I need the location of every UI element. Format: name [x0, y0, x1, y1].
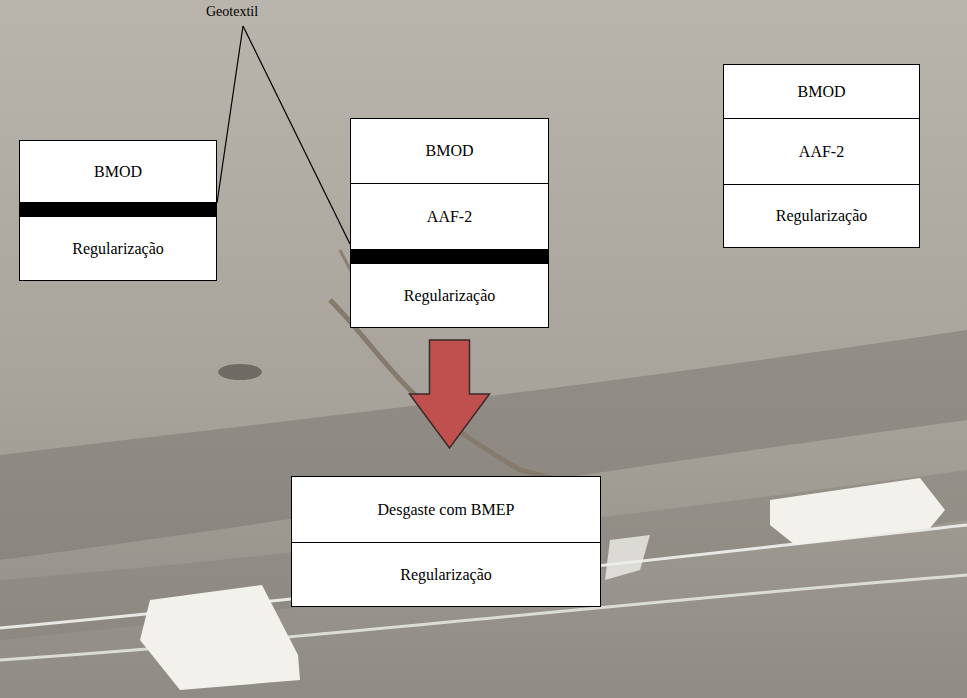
layer-box: Regularização	[723, 184, 920, 248]
layer-box: Desgaste com BMEP	[291, 476, 601, 543]
layer-box: Regularização	[19, 216, 217, 281]
layer-name: Desgaste com BMEP	[372, 501, 521, 519]
layer-box: BMOD	[350, 118, 549, 184]
layer-box: BMOD	[723, 64, 920, 119]
layer-box: AAF-2	[723, 118, 920, 185]
layer-name: AAF-2	[421, 208, 478, 226]
block-arrow	[410, 340, 490, 448]
layer-name: Regularização	[66, 240, 170, 258]
layer-box: Regularização	[350, 263, 549, 328]
layer-name: BMOD	[791, 83, 851, 101]
layer-box: BMOD	[19, 140, 217, 203]
layer-name: Regularização	[770, 207, 874, 225]
layer-name: Regularização	[394, 566, 498, 584]
layer-name: BMOD	[419, 142, 479, 160]
callout-label: Geotextil	[206, 4, 258, 20]
layer-name: AAF-2	[793, 143, 850, 161]
layer-box: Regularização	[291, 542, 601, 607]
layer-box: AAF-2	[350, 183, 549, 250]
layer-name: BMOD	[88, 163, 148, 181]
layer-name: Regularização	[398, 287, 502, 305]
